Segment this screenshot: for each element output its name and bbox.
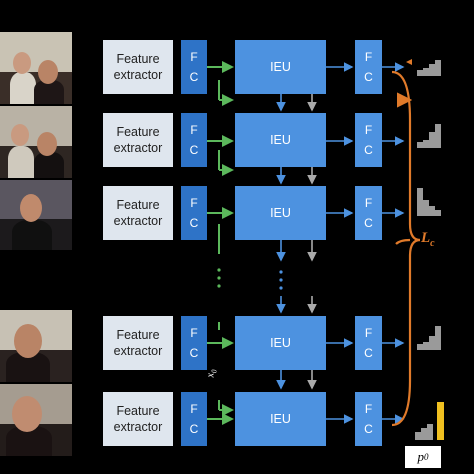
ieu-block-1: IEU: [235, 40, 326, 94]
fc-label: F: [364, 196, 373, 210]
fc-label: F: [364, 123, 373, 137]
output-fc-3: F C: [355, 186, 382, 240]
fc-label: C: [189, 70, 199, 84]
feature-extractor-label: Feature: [116, 125, 160, 139]
p0-symbol: p: [417, 449, 425, 464]
fc-label: C: [364, 216, 373, 230]
fc-label: C: [364, 346, 373, 360]
fc-label: C: [189, 216, 199, 230]
feature-extractor-3: Feature extractor: [103, 186, 173, 240]
fc-label: F: [364, 402, 373, 416]
ieu-label: IEU: [270, 336, 291, 350]
feature-extractor-label: Feature: [116, 404, 160, 418]
fc-label: C: [364, 143, 373, 157]
histogram-icon-highlighted: [415, 402, 444, 440]
fc-layer-5: F C: [181, 392, 207, 446]
histogram-icon: [417, 326, 441, 350]
fc-label: C: [364, 422, 373, 436]
fc-label: F: [364, 50, 373, 64]
p0-subscript: 0: [424, 452, 429, 462]
fc-layer-4: F C: [181, 316, 207, 370]
ieu-label: IEU: [270, 133, 291, 147]
feature-extractor-2: Feature extractor: [103, 113, 173, 167]
fc-label: C: [189, 346, 199, 360]
fc-layer-3: F C: [181, 186, 207, 240]
video-frame-4: [0, 310, 72, 382]
fc-layer-1: F C: [181, 40, 207, 94]
x0-symbol: x: [205, 373, 217, 378]
video-frame-3: [0, 180, 72, 250]
fc-layer-2: F C: [181, 113, 207, 167]
feature-extractor-label: extractor: [113, 420, 163, 434]
ieu-block-4: IEU: [235, 316, 326, 370]
fc-to-ieu-arrows: [207, 61, 234, 425]
feature-extractor-5: Feature extractor: [103, 392, 173, 446]
fc-label: F: [190, 196, 198, 210]
ellipsis-dots-green: [217, 268, 221, 288]
feature-extractor-label: extractor: [113, 344, 163, 358]
ieu-label: IEU: [270, 412, 291, 426]
feature-extractor-label: Feature: [116, 198, 160, 212]
ieu-block-5: IEU: [235, 392, 326, 446]
fc-label: F: [364, 326, 373, 340]
fc-label: F: [190, 123, 198, 137]
output-fc-4: F C: [355, 316, 382, 370]
loss-symbol: L: [421, 230, 431, 246]
feature-extractor-1: Feature extractor: [103, 40, 173, 94]
fc-label: F: [190, 402, 198, 416]
feature-extractor-label: Feature: [116, 52, 160, 66]
loss-subscript: c: [430, 238, 435, 249]
fc-label: F: [190, 326, 198, 340]
ieu-label: IEU: [270, 206, 291, 220]
fc-label: C: [189, 422, 199, 436]
fc-output-arrows: [382, 62, 405, 424]
fc-label: C: [189, 143, 199, 157]
histogram-icon: [417, 188, 441, 216]
ieu-block-2: IEU: [235, 113, 326, 167]
x0-label: x0: [205, 370, 218, 378]
output-fc-1: F C: [355, 40, 382, 94]
feature-extractor-label: extractor: [113, 68, 163, 82]
histogram-icon: [417, 124, 441, 148]
ellipsis-dots-blue: [279, 270, 283, 290]
output-fc-2: F C: [355, 113, 382, 167]
feature-extractor-label: extractor: [113, 214, 163, 228]
ieu-to-fc-arrows: [326, 62, 354, 424]
video-frame-2: [0, 106, 72, 178]
feature-extractor-label: Feature: [116, 328, 160, 342]
output-fc-5: F C: [355, 392, 382, 446]
ieu-vertical-arrows: [276, 94, 317, 390]
fc-label: F: [190, 50, 198, 64]
ieu-block-3: IEU: [235, 186, 326, 240]
feature-extractor-4: Feature extractor: [103, 316, 173, 370]
ieu-label: IEU: [270, 60, 291, 74]
video-frame-1: [0, 32, 72, 104]
loss-label: Lc: [421, 230, 435, 249]
fc-label: C: [364, 70, 373, 84]
feature-extractor-label: extractor: [113, 141, 163, 155]
histogram-icon: [417, 60, 441, 76]
loss-curve: [391, 70, 421, 427]
video-frame-5: [0, 384, 72, 456]
loss-arrow-head: [406, 59, 412, 65]
x0-subscript: 0: [210, 369, 219, 374]
